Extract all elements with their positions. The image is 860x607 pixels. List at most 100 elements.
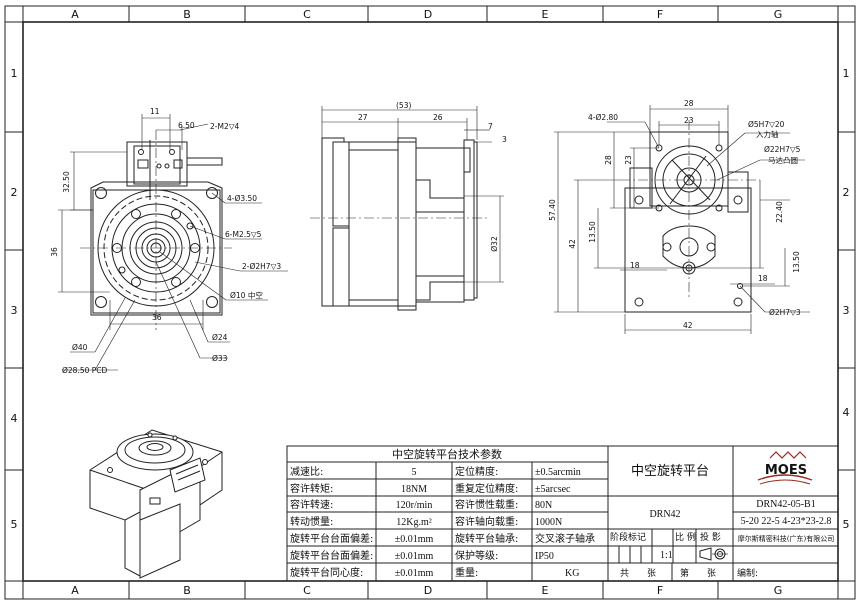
spec-value: 80N [535,500,552,511]
column-dividers [5,6,855,599]
dim-label: Ø24 [212,333,228,342]
dim-label: 28 [684,99,694,108]
spec-table [286,445,609,582]
dim-label: 2-Ø2H7▽3 [242,262,281,271]
row-label-left: 3 [11,304,18,317]
dim-label: 26 [433,113,443,122]
spec-value: 12Kg.m² [396,517,432,528]
dim-label: 马达凸圆 [768,155,798,165]
projection-label: 投 影 [700,531,721,543]
dim-label: 32.50 [62,171,71,193]
col-label-top: E [542,8,549,21]
front-view-dimensions: 11 6.50 2-M2▽4 32.50 36 4-Ø3.50 6-M2.5▽5… [50,107,281,375]
col-label-bottom: E [542,584,549,597]
dim-label: Ø2H7▽3 [769,308,801,317]
dim-label: 2-M2▽4 [210,122,239,131]
projection-symbol [699,547,712,561]
outer-border [4,5,856,600]
side-view-dimensions: (53) 27 26 7 3 Ø32 [358,101,507,252]
dim-label: Ø28.50 PCD [62,366,108,375]
spec-label: 容许转速: [290,498,333,511]
col-label-bottom: D [424,584,432,597]
company-name: 摩尔斯精密科技(广东)有限公司 [738,534,834,543]
spec-value: IP50 [535,551,554,562]
back-view [554,105,810,334]
dim-label: Ø32 [490,236,499,252]
row-label-right: 4 [843,406,850,419]
drawing-number: DRN42-05-B1 [756,499,815,510]
drawing-title: 中空旋转平台 [631,464,709,479]
title-block [607,445,839,582]
row-label-left: 2 [11,186,18,199]
spec-label: 容许惯性载重: [455,498,518,511]
spec-value: ±0.01mm [395,568,434,579]
dim-label: 4-Ø2.80 [588,113,618,122]
spec-table-title: 中空旋转平台技术参数 [392,447,502,461]
scale-label: 比 例 [675,531,696,543]
dim-label: 27 [358,113,368,122]
spec-label: 旋转平台轴承: [455,532,518,545]
dim-label: 6.50 [178,121,195,130]
dim-label: 36 [50,247,59,257]
company-logo: MOES [765,463,807,478]
col-label-top: G [774,8,783,21]
zone-labels: A B C D E F G A B C D E F G 1 2 3 4 5 1 … [11,8,850,597]
spec-value: 18NM [401,484,427,495]
row-label-left: 5 [11,518,18,531]
dim-label: 4-Ø3.50 [227,194,257,203]
spec-value: ±5arcsec [535,484,571,495]
spec-value: 1000N [535,517,562,528]
title-block-text: 中空旋转平台 DRN42 阶段标记 比 例 投 影 1:1 共 张 第 张 MO… [610,463,834,579]
dim-label: 7 [488,122,493,131]
row-label-left: 1 [11,67,18,80]
spec-label: 减速比: [290,466,323,478]
spec-value: 5 [412,467,417,478]
spec-label: 保护等级: [455,549,498,562]
stage-label: 阶段标记 [610,531,646,543]
dim-label: (53) [396,101,411,110]
col-label-bottom: A [71,584,79,597]
scale-value: 1:1 [660,550,673,561]
dim-label: 36 [152,313,162,322]
dim-label: 42 [683,321,693,330]
dim-label: 23 [684,116,694,125]
dim-label: 6-M2.5▽5 [225,230,262,239]
col-label-top: C [303,8,311,21]
col-label-bottom: G [774,584,783,597]
editor-label: 编制: [737,567,758,579]
spec-value: 120r/min [396,500,433,511]
dim-label: 18 [630,261,640,270]
row-label-right: 5 [843,518,850,531]
dim-label: 入力轴 [756,129,779,139]
spec-value: ±0.01mm [395,534,434,545]
row-label-right: 2 [843,186,850,199]
total-sheets: 共 张 [620,568,656,579]
dim-label: 42 [568,239,577,249]
dim-label: Ø40 [72,343,88,352]
col-label-bottom: F [657,584,663,597]
front-view [58,114,288,371]
dim-label: Ø33 [212,354,228,363]
row-label-left: 4 [11,412,18,425]
spec-value: 交叉滚子轴承 [535,532,595,545]
col-label-bottom: C [303,584,311,597]
dim-label: 13.50 [588,221,597,243]
dim-label: 22.40 [775,201,784,223]
spec-label: 旋转平台台面偏差: [290,549,373,562]
dim-label: Ø22H7▽5 [764,145,801,154]
side-view [310,106,504,311]
dim-label: 23 [624,155,633,165]
row-label-right: 3 [843,304,850,317]
dim-label: 3 [502,135,507,144]
spec-label: 转动惯量: [290,515,333,528]
spec-table-text: 中空旋转平台技术参数 减速比: 5 定位精度: ±0.5arcmin 容许转矩:… [290,447,595,579]
dim-label: Ø5H7▽20 [748,120,785,129]
dim-label: 11 [150,107,160,116]
spec-label: 容许轴向载重: [455,515,518,528]
col-label-top: A [71,8,79,21]
dim-label: 13.50 [792,251,801,273]
dim-label: 28 [604,155,613,165]
dim-label: Ø10 中空 [230,290,263,300]
dim-label: 57.40 [548,199,557,221]
